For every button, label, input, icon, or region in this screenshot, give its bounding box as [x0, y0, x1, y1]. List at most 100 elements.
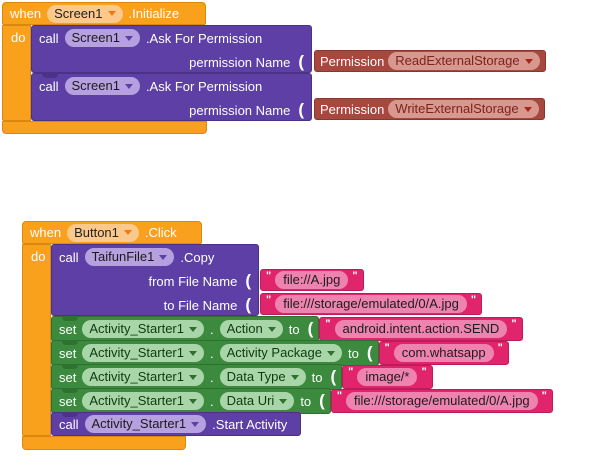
- dropdown-arrow-icon: [124, 35, 133, 41]
- permission-label: Permission: [320, 101, 385, 117]
- set-label: set: [59, 393, 77, 409]
- close-quote: ": [470, 294, 477, 306]
- dropdown-arrow-icon: [159, 254, 168, 260]
- permission-dropdown[interactable]: WriteExternalStorage: [388, 100, 539, 118]
- set-label: set: [59, 321, 77, 337]
- close-quote: ": [511, 318, 517, 330]
- set-label: set: [59, 345, 77, 361]
- dropdown-arrow-icon: [267, 326, 276, 332]
- text-block-to-file-name[interactable]: " file:///storage/emulated/0/A.jpg ": [260, 293, 483, 315]
- dropdown-arrow-icon: [189, 374, 197, 380]
- component-dropdown-activity-starter1[interactable]: Activity_Starter1: [84, 415, 207, 433]
- helper-block-permission-write[interactable]: Permission WriteExternalStorage: [314, 98, 545, 120]
- value-socket: (: [298, 52, 304, 71]
- param-label: permission Name: [189, 54, 291, 70]
- dropdown-arrow-icon: [279, 398, 288, 404]
- text-field[interactable]: android.intent.action.SEND: [334, 320, 508, 338]
- property-dropdown-data-type[interactable]: Data Type: [219, 368, 306, 386]
- dot-label: .: [210, 321, 214, 337]
- param-label: to File Name: [163, 297, 238, 313]
- do-label: do: [31, 249, 46, 264]
- dropdown-arrow-icon: [327, 350, 335, 356]
- setter-block-data-uri[interactable]: set Activity_Starter1 . Data Uri to (: [51, 388, 331, 414]
- component-dropdown-screen1[interactable]: Screen1: [47, 4, 123, 23]
- param-label: permission Name: [189, 102, 291, 118]
- to-label: to: [348, 345, 359, 361]
- event-block-bottom-bar[interactable]: [22, 436, 186, 450]
- text-field[interactable]: file:///storage/emulated/0/A.jpg: [275, 295, 467, 313]
- when-label: when: [10, 6, 42, 21]
- value-socket: (: [245, 295, 251, 314]
- dropdown-arrow-icon: [124, 83, 133, 89]
- text-field[interactable]: image/*: [357, 368, 418, 386]
- permission-dropdown[interactable]: ReadExternalStorage: [388, 52, 540, 70]
- value-socket: (: [330, 367, 337, 386]
- event-name-label: .Click: [144, 225, 177, 240]
- dropdown-arrow-icon: [191, 421, 200, 427]
- close-quote: ": [421, 366, 427, 378]
- component-dropdown-activity-starter1[interactable]: Activity_Starter1: [82, 320, 204, 338]
- text-field[interactable]: file://A.jpg: [275, 271, 349, 289]
- text-block-data-uri-value[interactable]: " file:///storage/emulated/0/A.jpg ": [330, 389, 553, 413]
- method-call-block-copy[interactable]: call TaifunFile1 .Copy from File Name ( …: [51, 244, 259, 316]
- component-dropdown-screen1[interactable]: Screen1: [64, 29, 140, 47]
- component-dropdown-activity-starter1[interactable]: Activity_Starter1: [82, 344, 204, 362]
- open-quote: ": [348, 366, 354, 378]
- setter-block-data-type[interactable]: set Activity_Starter1 . Data Type to (: [51, 364, 343, 390]
- close-quote: ": [497, 342, 503, 354]
- do-spine[interactable]: do: [2, 25, 31, 121]
- dropdown-arrow-icon: [189, 326, 197, 332]
- to-label: to: [300, 393, 312, 409]
- value-socket: (: [319, 391, 325, 410]
- method-name-label: .Ask For Permission: [145, 30, 263, 46]
- component-dropdown-screen1[interactable]: Screen1: [64, 77, 140, 95]
- component-dropdown-activity-starter1[interactable]: Activity_Starter1: [82, 368, 204, 386]
- dropdown-arrow-icon: [189, 398, 197, 404]
- dropdown-arrow-icon: [107, 11, 116, 16]
- property-dropdown-data-uri[interactable]: Data Uri: [219, 392, 295, 410]
- dropdown-arrow-icon: [524, 58, 533, 64]
- event-name-label: .Initialize: [128, 6, 180, 21]
- method-name-label: .Start Activity: [212, 416, 288, 432]
- setter-row-activity-package: set Activity_Starter1 . Activity Package…: [51, 340, 509, 366]
- event-block-bottom-bar[interactable]: [2, 121, 207, 134]
- call-label: call: [39, 78, 59, 94]
- value-socket: (: [298, 100, 304, 119]
- to-label: to: [311, 369, 323, 385]
- to-label: to: [288, 321, 300, 337]
- method-call-block-ask-permission-1[interactable]: call Screen1 .Ask For Permission permiss…: [31, 25, 312, 73]
- event-block-button1-click[interactable]: when Button1 .Click: [22, 221, 202, 244]
- method-name-label: .Copy: [180, 249, 215, 265]
- dropdown-arrow-icon: [123, 230, 132, 235]
- open-quote: ": [325, 318, 331, 330]
- text-block-from-file-name[interactable]: " file://A.jpg ": [260, 269, 364, 291]
- text-block-package-value[interactable]: " com.whatsapp ": [378, 341, 509, 365]
- text-field[interactable]: com.whatsapp: [393, 344, 494, 362]
- open-quote: ": [266, 270, 272, 282]
- text-block-data-type-value[interactable]: " image/* ": [342, 365, 433, 389]
- dot-label: .: [210, 393, 214, 409]
- method-call-block-start-activity[interactable]: call Activity_Starter1 .Start Activity: [51, 412, 301, 440]
- helper-block-permission-read[interactable]: Permission ReadExternalStorage: [314, 50, 546, 72]
- call-label: call: [59, 416, 79, 432]
- component-dropdown-button1[interactable]: Button1: [67, 223, 139, 242]
- do-label: do: [11, 30, 26, 45]
- text-field[interactable]: file:///storage/emulated/0/A.jpg: [346, 392, 538, 410]
- component-dropdown-taifunfile1[interactable]: TaifunFile1: [84, 248, 175, 266]
- property-dropdown-action[interactable]: Action: [219, 320, 283, 338]
- property-dropdown-activity-package[interactable]: Activity Package: [219, 344, 342, 362]
- event-block-screen1-initialize[interactable]: when Screen1 .Initialize: [2, 2, 206, 25]
- text-block-action-value[interactable]: " android.intent.action.SEND ": [319, 317, 523, 341]
- value-socket: (: [245, 271, 251, 290]
- close-quote: ": [541, 390, 547, 402]
- setter-row-data-uri: set Activity_Starter1 . Data Uri to ( " …: [51, 388, 553, 414]
- setter-block-action[interactable]: set Activity_Starter1 . Action to (: [51, 316, 320, 342]
- setter-block-activity-package[interactable]: set Activity_Starter1 . Activity Package…: [51, 340, 379, 366]
- value-socket: (: [307, 319, 314, 338]
- call-label: call: [59, 249, 79, 265]
- method-call-block-ask-permission-2[interactable]: call Screen1 .Ask For Permission permiss…: [31, 73, 312, 125]
- component-dropdown-activity-starter1[interactable]: Activity_Starter1: [82, 392, 204, 410]
- value-socket: (: [366, 343, 373, 362]
- do-spine[interactable]: do: [22, 244, 51, 436]
